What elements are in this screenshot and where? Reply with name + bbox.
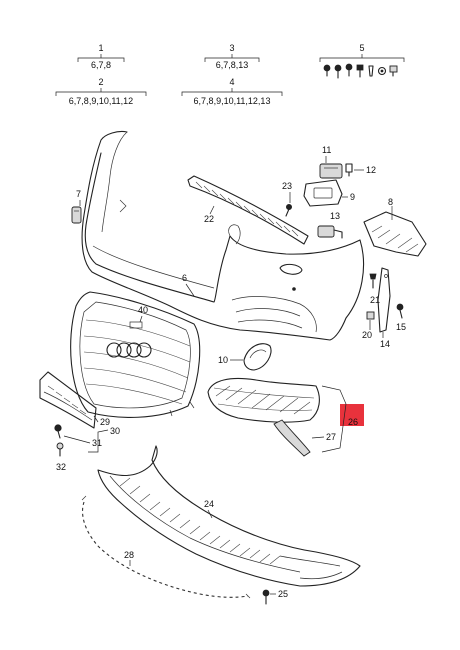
sensor-bracket-9 — [303, 179, 343, 207]
highlight-marker — [340, 404, 364, 426]
legend-part-1: 1 — [98, 43, 103, 53]
legend-group-1: 1 6,7,8 — [77, 43, 125, 70]
callout-29: 29 — [100, 417, 110, 427]
legend-part-3: 3 — [229, 43, 234, 53]
callout-10: 10 — [218, 355, 228, 365]
callout-13: 13 — [330, 211, 340, 221]
brand-rings-icon — [106, 342, 152, 358]
legend-sub-2: 6,7,8,9,10,11,12 — [69, 96, 133, 106]
callout-32: 32 — [56, 462, 66, 472]
callout-27: 27 — [326, 432, 336, 442]
legend-part-4: 4 — [229, 77, 234, 87]
clip-12 — [345, 163, 353, 177]
clip-7 — [71, 206, 82, 224]
legend-sub-4: 6,7,8,9,10,11,12,13 — [194, 96, 271, 106]
side-guide-14 — [377, 267, 391, 333]
screw-31 — [54, 424, 62, 439]
callout-26: 26 — [348, 417, 358, 427]
callout-31: 31 — [92, 438, 102, 448]
callout-11: 11 — [322, 145, 331, 155]
legend-group-3: 3 6,7,8,13 — [204, 43, 260, 70]
screw-25 — [262, 589, 270, 605]
trim-strip-28 — [81, 495, 251, 599]
bracket-strip-22 — [187, 175, 309, 245]
callout-24: 24 — [204, 499, 214, 509]
legend-group-2: 2 6,7,8,9,10,11,12 — [55, 77, 147, 106]
legend-sub-1: 6,7,8 — [91, 60, 111, 70]
legend-part-5: 5 — [359, 43, 364, 53]
callout-40: 40 — [138, 305, 148, 315]
callout-14: 14 — [380, 339, 390, 349]
screw-23 — [285, 203, 292, 217]
clip-13 — [317, 225, 343, 239]
license-plate-bracket-29 — [39, 371, 97, 429]
radiator-grille — [70, 291, 201, 418]
legend-part-2: 2 — [98, 77, 103, 87]
callout-23: 23 — [282, 181, 292, 191]
sensor-11 — [319, 163, 343, 179]
tow-hook-cover-10 — [243, 343, 272, 371]
callout-20: 20 — [362, 330, 372, 340]
screw-15 — [396, 303, 404, 319]
callout-6: 6 — [182, 273, 187, 283]
lower-spoiler-24 — [97, 445, 361, 587]
legend-group-4: 4 6,7,8,9,10,11,12,13 — [181, 77, 283, 106]
fastener-set-icon — [323, 63, 398, 79]
callout-8: 8 — [388, 197, 393, 207]
callout-30: 30 — [110, 426, 120, 436]
clip-21 — [369, 273, 377, 289]
callout-7: 7 — [76, 189, 81, 199]
callout-15: 15 — [396, 322, 406, 332]
callout-28: 28 — [124, 550, 134, 560]
callout-25: 25 — [278, 589, 288, 599]
side-grille-26 — [207, 377, 320, 423]
bumper-cover — [81, 130, 365, 341]
legend-group-5: 5 — [319, 43, 405, 79]
screw-32 — [56, 442, 64, 457]
trim-strip-27 — [273, 419, 311, 457]
nut-20 — [366, 311, 375, 320]
callout-22: 22 — [204, 214, 214, 224]
callout-9: 9 — [350, 192, 355, 202]
legend-sub-3: 6,7,8,13 — [216, 60, 249, 70]
side-bracket-8 — [363, 206, 427, 257]
callout-12: 12 — [366, 165, 376, 175]
callout-21: 21 — [370, 295, 380, 305]
